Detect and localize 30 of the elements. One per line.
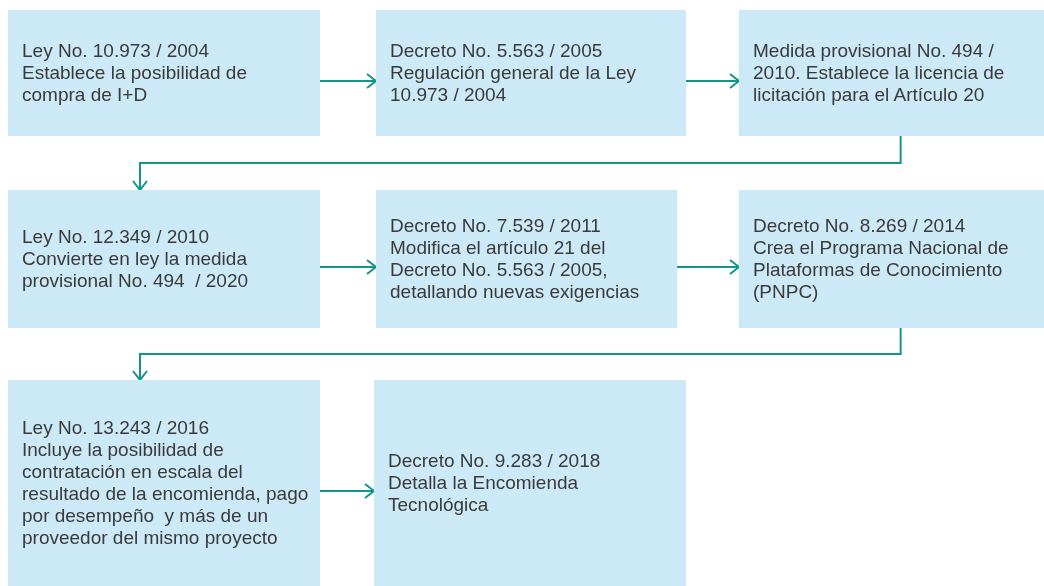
description-text: Detalla la Encomienda Tecnológica bbox=[388, 472, 580, 516]
arrow bbox=[685, 73, 740, 89]
arrow bbox=[132, 135, 902, 191]
text-box bbox=[739, 190, 1044, 328]
law-title: Decreto No. 8.269 / 2014 bbox=[753, 215, 967, 237]
description-text: Convierte en ley la medida provisional No. 494 / 2020 bbox=[22, 248, 250, 292]
law-title: Decreto No. 5.563 / 2005 bbox=[390, 40, 604, 62]
arrow bbox=[676, 259, 740, 275]
arrow bbox=[319, 259, 377, 275]
description-text: Incluye la posibilidad de contratación en escala del resultado de la encomienda, pago por desempeño y más de un proveedor del mismo proyecto bbox=[22, 439, 310, 549]
arrow bbox=[319, 483, 375, 499]
law-title: Decreto No. 7.539 / 2011 bbox=[390, 215, 602, 237]
text-box bbox=[374, 380, 686, 586]
text-box bbox=[8, 190, 320, 328]
description-text: Medida provisional No. 494 / 2010. Establece la licencia de licitación para el Artículo 20 bbox=[753, 40, 1006, 106]
description-text: Regulación general de la Ley 10.973 / 2004 bbox=[390, 62, 638, 106]
law-title: Ley No. 12.349 / 2010 bbox=[22, 226, 210, 248]
text-box bbox=[376, 190, 677, 328]
law-title: Ley No. 10.973 / 2004 bbox=[22, 40, 210, 62]
text-box bbox=[739, 10, 1044, 136]
text-box bbox=[8, 380, 320, 586]
law-title: Decreto No. 9.283 / 2018 bbox=[388, 450, 602, 472]
text-box bbox=[8, 10, 320, 136]
arrow bbox=[319, 73, 377, 89]
description-text: Establece la posibilidad de compra de I+D bbox=[22, 62, 248, 106]
text-box bbox=[376, 10, 686, 136]
law-title: Ley No. 13.243 / 2016 bbox=[22, 417, 210, 439]
description-text: Crea el Programa Nacional de Plataformas de Conocimiento (PNPC) bbox=[753, 237, 1010, 303]
description-text: Modifica el artículo 21 del Decreto No. 5.563 / 2005, detallando nuevas exigencias bbox=[390, 237, 641, 303]
arrow bbox=[132, 327, 902, 381]
